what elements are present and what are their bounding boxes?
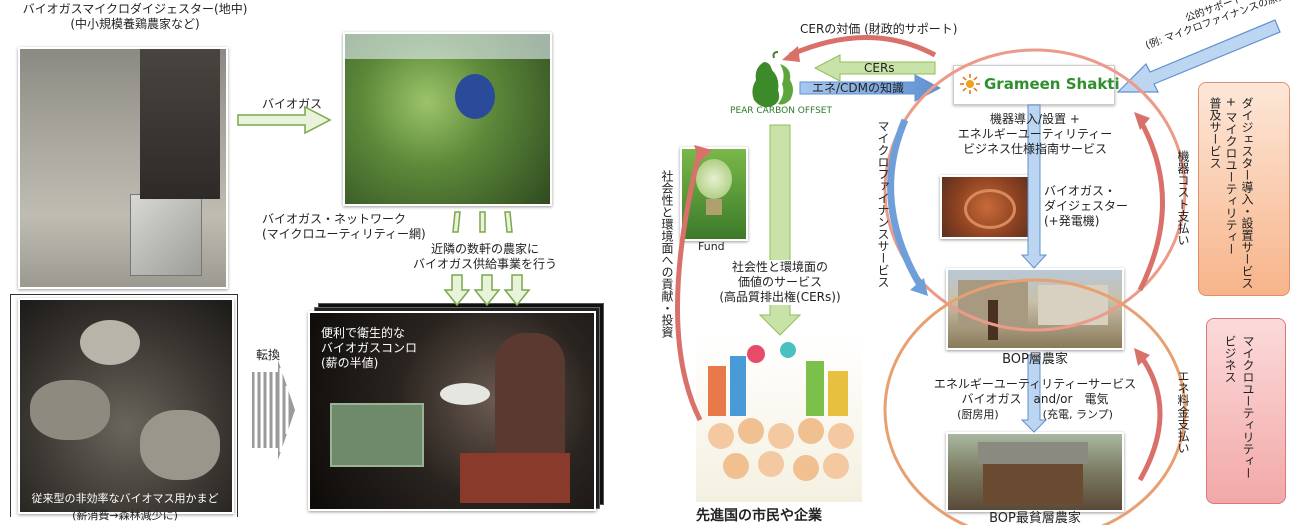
equipment-service-label: 機器導入/設置 + エネルギーユーティリティー ビジネス仕様指南サービス <box>935 112 1135 157</box>
biogas-digester-line3: (+発電機) <box>1044 214 1100 228</box>
social-value-line1: 社会性と環境面の <box>731 260 828 274</box>
bop-farmer-label: BOP層農家 <box>1002 352 1068 367</box>
social-value-line3: (高品質排出権(CERs)) <box>719 290 841 304</box>
stove-overlay-line1: 便利で衛生的な <box>321 326 406 340</box>
pear-carbon-offset-logo <box>716 50 836 120</box>
supply-caption-line2: バイオガス供給事業を行う <box>412 257 557 271</box>
network-caption: バイオガス・ネットワーク (マイクロユーティリティー網) <box>262 212 426 242</box>
network-caption-line2: (マイクロユーティリティー網) <box>262 227 426 241</box>
equipment-payment-label: 機器コスト支払い <box>1176 150 1190 246</box>
digester-caption: バイオガスマイクロダイジェスター(地中) (中小規模養鶏農家など) <box>0 2 270 32</box>
supply-caption: 近隣の数軒の農家に バイオガス供給事業を行う <box>395 242 575 272</box>
side-box-bottom-line1: マイクロユーティリティー <box>1241 335 1255 479</box>
microfinance-service-label: マイクロファイナンスサービス <box>876 120 890 288</box>
biogas-digester-line1: バイオガス・ <box>1044 184 1117 198</box>
side-box-top-line3: 普及サービス <box>1208 97 1222 169</box>
pear-logo-text: PEAR CARBON OFFSET <box>730 106 832 116</box>
side-box-top-line1: ダイジェスター導入・設置サービス <box>1240 97 1254 289</box>
cers-label: CERs <box>864 61 895 75</box>
old-stove-photo <box>18 298 234 514</box>
network-caption-line1: バイオガス・ネットワーク <box>262 212 407 226</box>
equipment-service-line2: エネルギーユーティリティー <box>957 127 1113 141</box>
poorest-farmer-label: BOP最貧層農家 <box>989 511 1081 526</box>
grameen-logo-text: Grameen Shakti <box>984 75 1120 93</box>
grameen-shakti-logo: Grameen Shakti <box>953 65 1120 105</box>
knowledge-label: エネ/CDMの知識 <box>812 81 905 95</box>
old-stove-note: (薪消費→森林減少に) <box>72 509 178 522</box>
utility-service-line2: バイオガス and/or 電気 <box>961 392 1109 406</box>
side-box-top-text: ダイジェスター導入・設置サービス + マイクロユーティリティー 普及サービス <box>1207 97 1255 289</box>
equipment-service-line1: 機器導入/設置 + <box>990 112 1080 126</box>
biogas-digester-photo <box>940 175 1034 239</box>
biogas-network-photo <box>343 32 552 206</box>
social-value-label: 社会性と環境面の 価値のサービス (高品質排出権(CERs)) <box>712 260 848 305</box>
biogas-stove-photo <box>308 311 596 511</box>
old-stove-caption: 従来型の非効率なバイオマス用かまど <box>31 492 219 505</box>
bop-farmer-photo <box>946 268 1124 350</box>
side-box-bottom: マイクロユーティリティー ビジネス <box>1206 318 1286 504</box>
side-box-bottom-text: マイクロユーティリティー ビジネス <box>1221 335 1257 479</box>
sun-icon <box>960 74 980 94</box>
utility-service-line1: エネルギーユーティリティーサービス <box>933 377 1137 391</box>
stove-overlay-line2: バイオガスコンロ <box>321 341 418 355</box>
digester-caption-line2: (中小規模養鶏農家など) <box>70 17 200 31</box>
digester-photo <box>18 47 228 289</box>
social-contribution-label: 社会性と環境面への貢献・投資 <box>660 170 674 338</box>
poorest-farmer-photo <box>946 432 1124 512</box>
side-box-top-line2: + マイクロユーティリティー <box>1224 97 1238 255</box>
conversion-label: 転換 <box>256 348 281 362</box>
biogas-digester-line2: ダイジェスター <box>1044 199 1129 213</box>
side-box-top: ダイジェスター導入・設置サービス + マイクロユーティリティー 普及サービス <box>1198 82 1290 296</box>
social-value-line2: 価値のサービス <box>737 275 822 289</box>
utility-service-label: エネルギーユーティリティーサービス バイオガス and/or 電気 (厨房用) … <box>915 377 1155 422</box>
utility-service-line3: (厨房用) (充電, ランプ) <box>957 408 1113 421</box>
cer-price-label: CERの対価 (財政的サポート) <box>800 22 958 36</box>
stove-overlay-text: 便利で衛生的な バイオガスコンロ (薪の半値) <box>321 326 417 371</box>
fund-label: Fund <box>698 240 725 253</box>
old-stove-bracket <box>10 294 238 517</box>
side-box-bottom-line2: ビジネス <box>1223 335 1237 383</box>
biogas-digester-label: バイオガス・ ダイジェスター (+発電機) <box>1044 184 1128 229</box>
equipment-service-line3: ビジネス仕様指南サービス <box>962 142 1107 156</box>
supply-caption-line1: 近隣の数軒の農家に <box>430 242 539 256</box>
citizens-label: 先進国の市民や企業 <box>696 508 822 524</box>
stove-overlay-line3: (薪の半値) <box>321 356 379 370</box>
digester-caption-line1: バイオガスマイクロダイジェスター(地中) <box>22 2 248 16</box>
citizens-illustration <box>696 336 862 502</box>
fund-bulb-photo <box>680 147 748 241</box>
energy-payment-label: エネ料金支払い <box>1176 370 1190 454</box>
